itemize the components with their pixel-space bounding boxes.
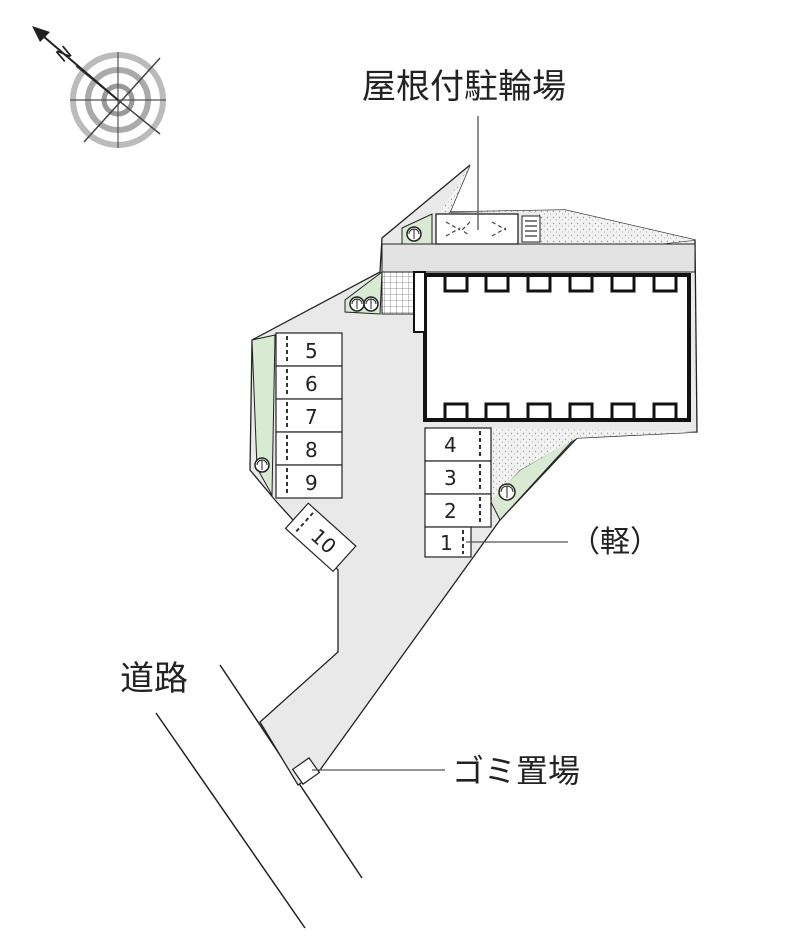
paving-grid xyxy=(381,271,419,315)
parking-space-number: 3 xyxy=(444,466,457,490)
parking-space-number: 2 xyxy=(444,499,457,523)
parking-right: 4 3 2 1 xyxy=(424,427,492,558)
green-strip xyxy=(251,334,276,497)
tree-icon xyxy=(498,483,516,501)
parking-space-number: 4 xyxy=(444,433,457,457)
bicycle-parking-structure xyxy=(435,213,519,245)
tree-icon xyxy=(349,296,365,312)
gravel-area xyxy=(440,165,695,244)
parking-space-number: 9 xyxy=(305,471,318,495)
road-edge-line xyxy=(155,712,306,929)
parking-angled: 10 xyxy=(284,502,357,573)
parking-space-number: 6 xyxy=(305,372,318,396)
parking-space-number: 8 xyxy=(305,438,318,462)
tree-icon xyxy=(254,457,270,473)
north-arrow-icon xyxy=(32,26,50,42)
bike-rack-icon xyxy=(521,215,541,243)
walkway xyxy=(381,243,696,273)
road-label: 道路 xyxy=(120,659,188,699)
bicycle-parking-marks xyxy=(445,221,507,237)
kei-car-label: （軽） xyxy=(570,525,660,560)
gravel-area xyxy=(492,428,697,500)
parking-space-number: 7 xyxy=(305,405,318,429)
tree-icon xyxy=(406,226,422,242)
garbage-area xyxy=(291,757,321,785)
garbage-label: ゴミ置場 xyxy=(452,752,580,790)
parking-space-number: 5 xyxy=(305,339,318,363)
building xyxy=(413,271,691,422)
tree-icon xyxy=(363,296,379,312)
compass-rose: N xyxy=(32,26,166,148)
bicycle-parking-label: 屋根付駐輪場 xyxy=(362,67,566,107)
parking-left: 5 6 7 8 9 xyxy=(275,332,343,499)
parking-space-number: 1 xyxy=(440,531,453,555)
